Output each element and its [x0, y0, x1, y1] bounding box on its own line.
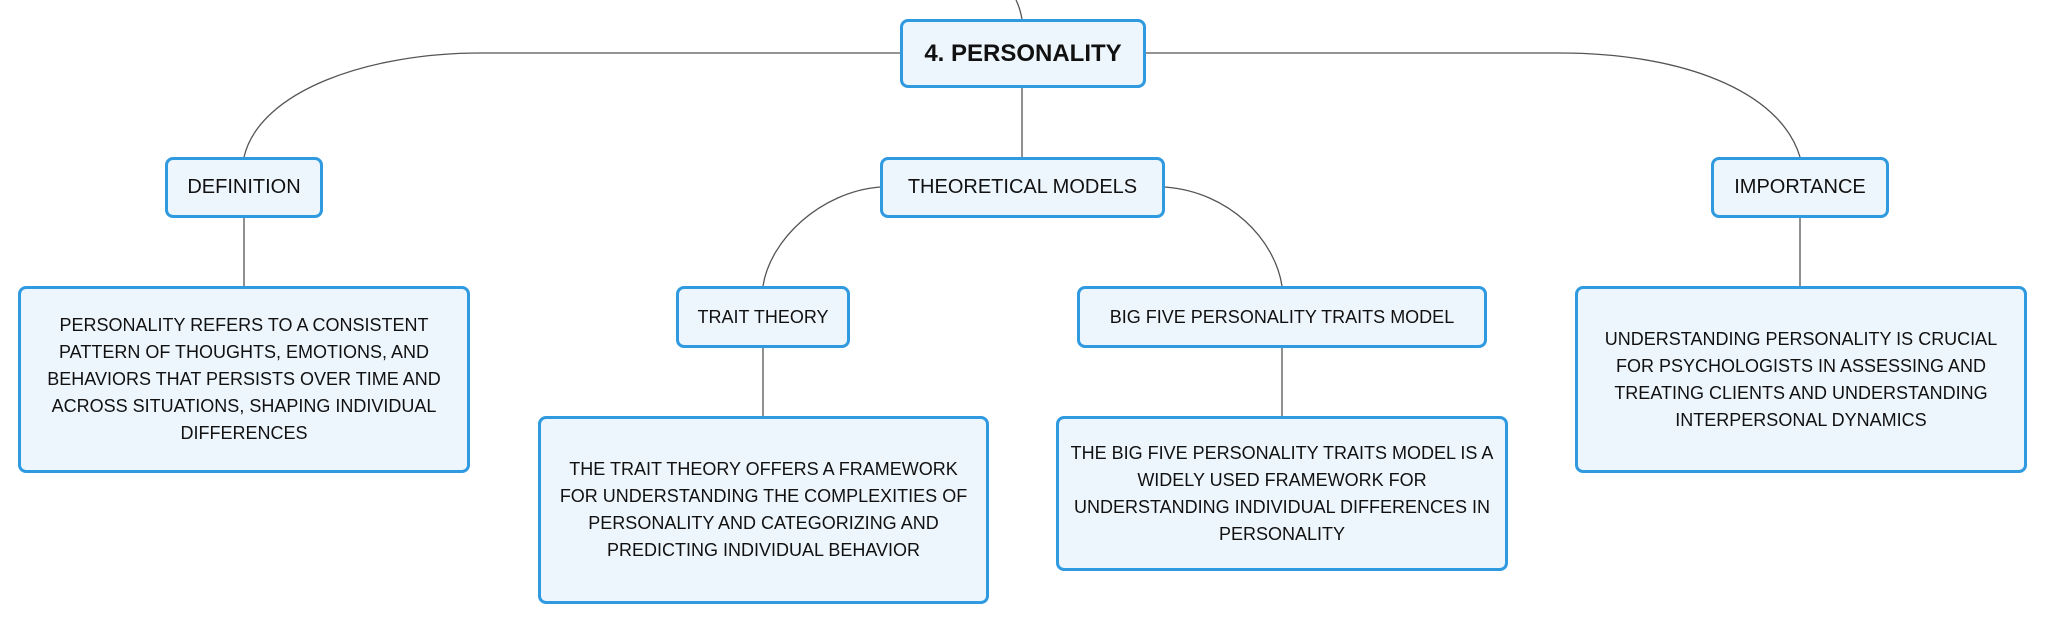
- root-node[interactable]: 4. PERSONALITY: [900, 19, 1146, 88]
- connector-models-to-trait-theory: [762, 186, 881, 287]
- connector-parent-to-root: [1015, 0, 1023, 20]
- importance-node[interactable]: IMPORTANCE: [1711, 157, 1889, 218]
- definition-node[interactable]: DEFINITION: [165, 157, 323, 218]
- connector-models-to-big-five: [1164, 186, 1283, 287]
- connector-root-to-definition: [243, 52, 900, 158]
- definition-text-node[interactable]: PERSONALITY REFERS TO A CONSISTENT PATTE…: [18, 286, 470, 473]
- importance-text-node[interactable]: UNDERSTANDING PERSONALITY IS CRUCIAL FOR…: [1575, 286, 2027, 473]
- trait-theory-text-node[interactable]: THE TRAIT THEORY OFFERS A FRAMEWORK FOR …: [538, 416, 989, 604]
- big-five-text-node[interactable]: THE BIG FIVE PERSONALITY TRAITS MODEL IS…: [1056, 416, 1508, 571]
- theoretical-models-node[interactable]: THEORETICAL MODELS: [880, 157, 1165, 218]
- trait-theory-node[interactable]: TRAIT THEORY: [676, 286, 850, 348]
- connector-root-to-importance: [1146, 52, 1801, 158]
- big-five-node[interactable]: BIG FIVE PERSONALITY TRAITS MODEL: [1077, 286, 1487, 348]
